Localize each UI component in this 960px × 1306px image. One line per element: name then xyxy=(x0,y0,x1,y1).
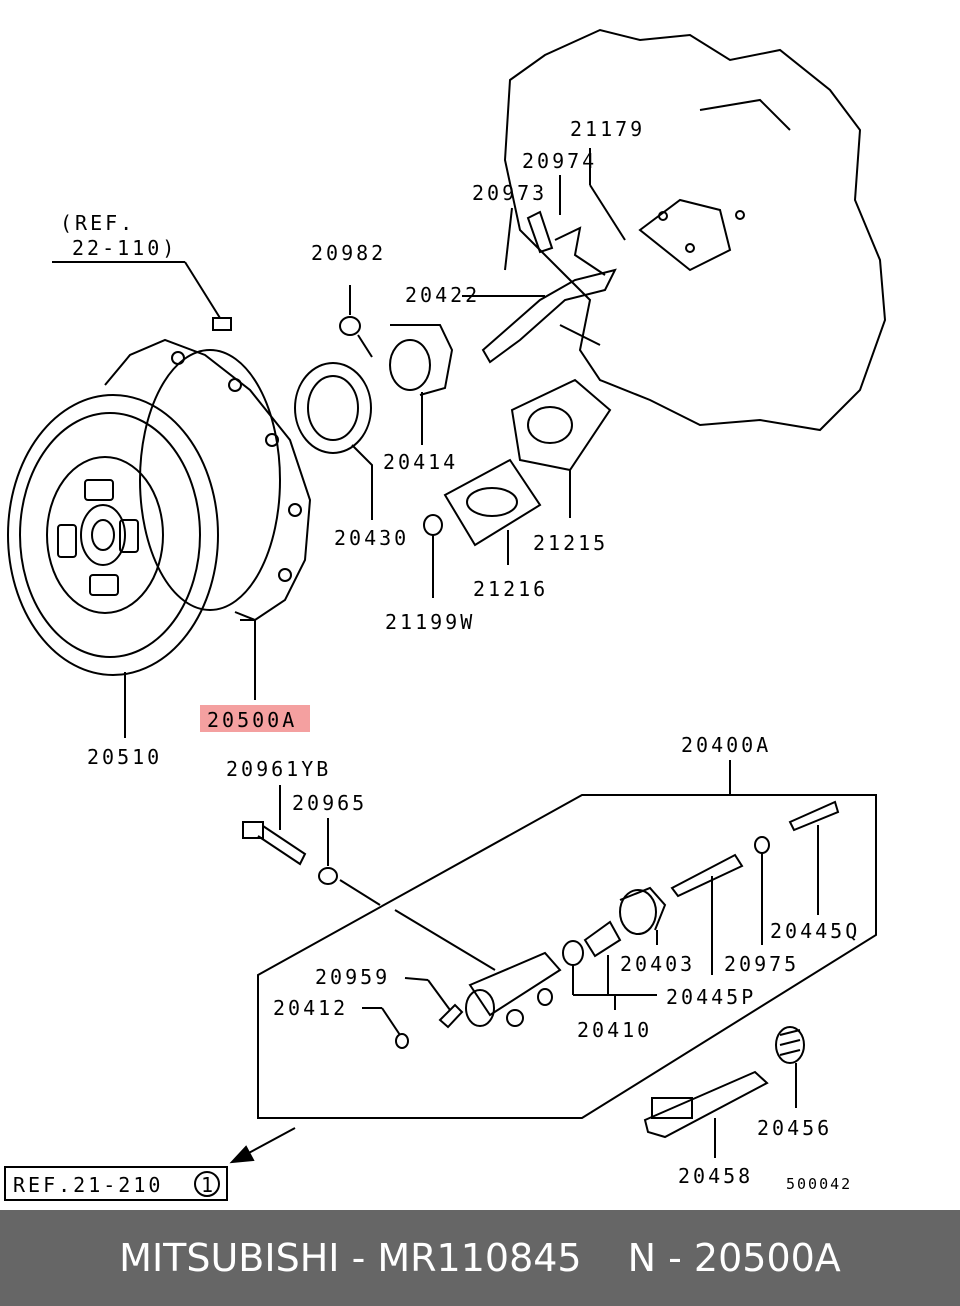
clip-20982 xyxy=(339,285,373,358)
label-21179: 21179 xyxy=(570,117,645,141)
footer-bar: MITSUBISHI - MR110845 N - 20500A xyxy=(0,1210,960,1306)
cap-20412 xyxy=(362,1007,409,1049)
piston-kit xyxy=(562,920,657,1010)
label-ref-21-210-num: 1 xyxy=(201,1173,213,1197)
label-21199w: 21199W xyxy=(385,610,475,634)
bleeder-20959 xyxy=(404,977,464,1029)
pressure-plate xyxy=(104,338,312,622)
boot-20403 xyxy=(619,886,667,945)
bearing-sleeve xyxy=(294,362,373,520)
label-20982: 20982 xyxy=(311,241,386,265)
diagram-id: 500042 xyxy=(786,1175,852,1193)
footer-ref: N - 20500A xyxy=(627,1236,841,1280)
spring-20456 xyxy=(775,1026,805,1108)
bracket-20458 xyxy=(643,1070,769,1158)
label-20456: 20456 xyxy=(757,1116,832,1140)
label-20959: 20959 xyxy=(315,965,390,989)
label-20412: 20412 xyxy=(273,996,348,1020)
label-20458: 20458 xyxy=(678,1164,753,1188)
label-20400a: 20400A xyxy=(681,733,771,757)
highlight-20500a xyxy=(200,705,310,732)
label-20445q: 20445Q xyxy=(770,919,860,943)
label-20510: 20510 xyxy=(87,745,162,769)
label-ref-22-110-l2: 22-110) xyxy=(72,236,177,260)
ref-21-210-circle xyxy=(194,1171,220,1197)
ref-arrow xyxy=(229,1127,296,1164)
parts-diagram: (REF. 22-110) 20982 20973 20974 21179 20… xyxy=(4,28,887,1201)
pilot-bolt xyxy=(52,261,232,331)
label-20974: 20974 xyxy=(522,149,597,173)
gasket-plate xyxy=(443,458,542,565)
label-20410: 20410 xyxy=(577,1018,652,1042)
release-bearing xyxy=(389,324,454,445)
label-20403: 20403 xyxy=(620,952,695,976)
label-20422: 20422 xyxy=(405,283,480,307)
release-fork xyxy=(462,226,617,364)
footer-brand-part: MITSUBISHI - MR110845 xyxy=(119,1236,582,1280)
washer-20965 xyxy=(318,818,496,971)
slave-cylinder-frame xyxy=(257,794,877,1119)
fork-boot xyxy=(510,378,612,518)
label-20961yb: 20961YB xyxy=(226,757,331,781)
label-20414: 20414 xyxy=(383,450,458,474)
label-20965: 20965 xyxy=(292,791,367,815)
label-21215: 21215 xyxy=(533,531,608,555)
label-21216: 21216 xyxy=(473,577,548,601)
bolt-20961yb xyxy=(242,785,307,866)
label-20445p: 20445P xyxy=(666,985,756,1009)
pivot-bolt xyxy=(504,148,626,271)
transmission-housing xyxy=(503,28,887,432)
label-ref-22-110-l1: (REF. xyxy=(60,211,135,235)
clutch-disc xyxy=(7,394,219,676)
label-20430: 20430 xyxy=(334,526,409,550)
slave-cylinder xyxy=(465,951,562,1027)
label-20500a: 20500A xyxy=(207,708,297,732)
push-rod xyxy=(670,853,744,975)
nut-21199w xyxy=(423,514,443,598)
label-20973: 20973 xyxy=(472,181,547,205)
nut-20975 xyxy=(754,836,770,945)
bolt-20445q xyxy=(788,800,840,915)
label-ref-21-210: REF.21-210 xyxy=(13,1173,163,1197)
label-20975: 20975 xyxy=(724,952,799,976)
ref-21-210-box xyxy=(4,1166,228,1201)
